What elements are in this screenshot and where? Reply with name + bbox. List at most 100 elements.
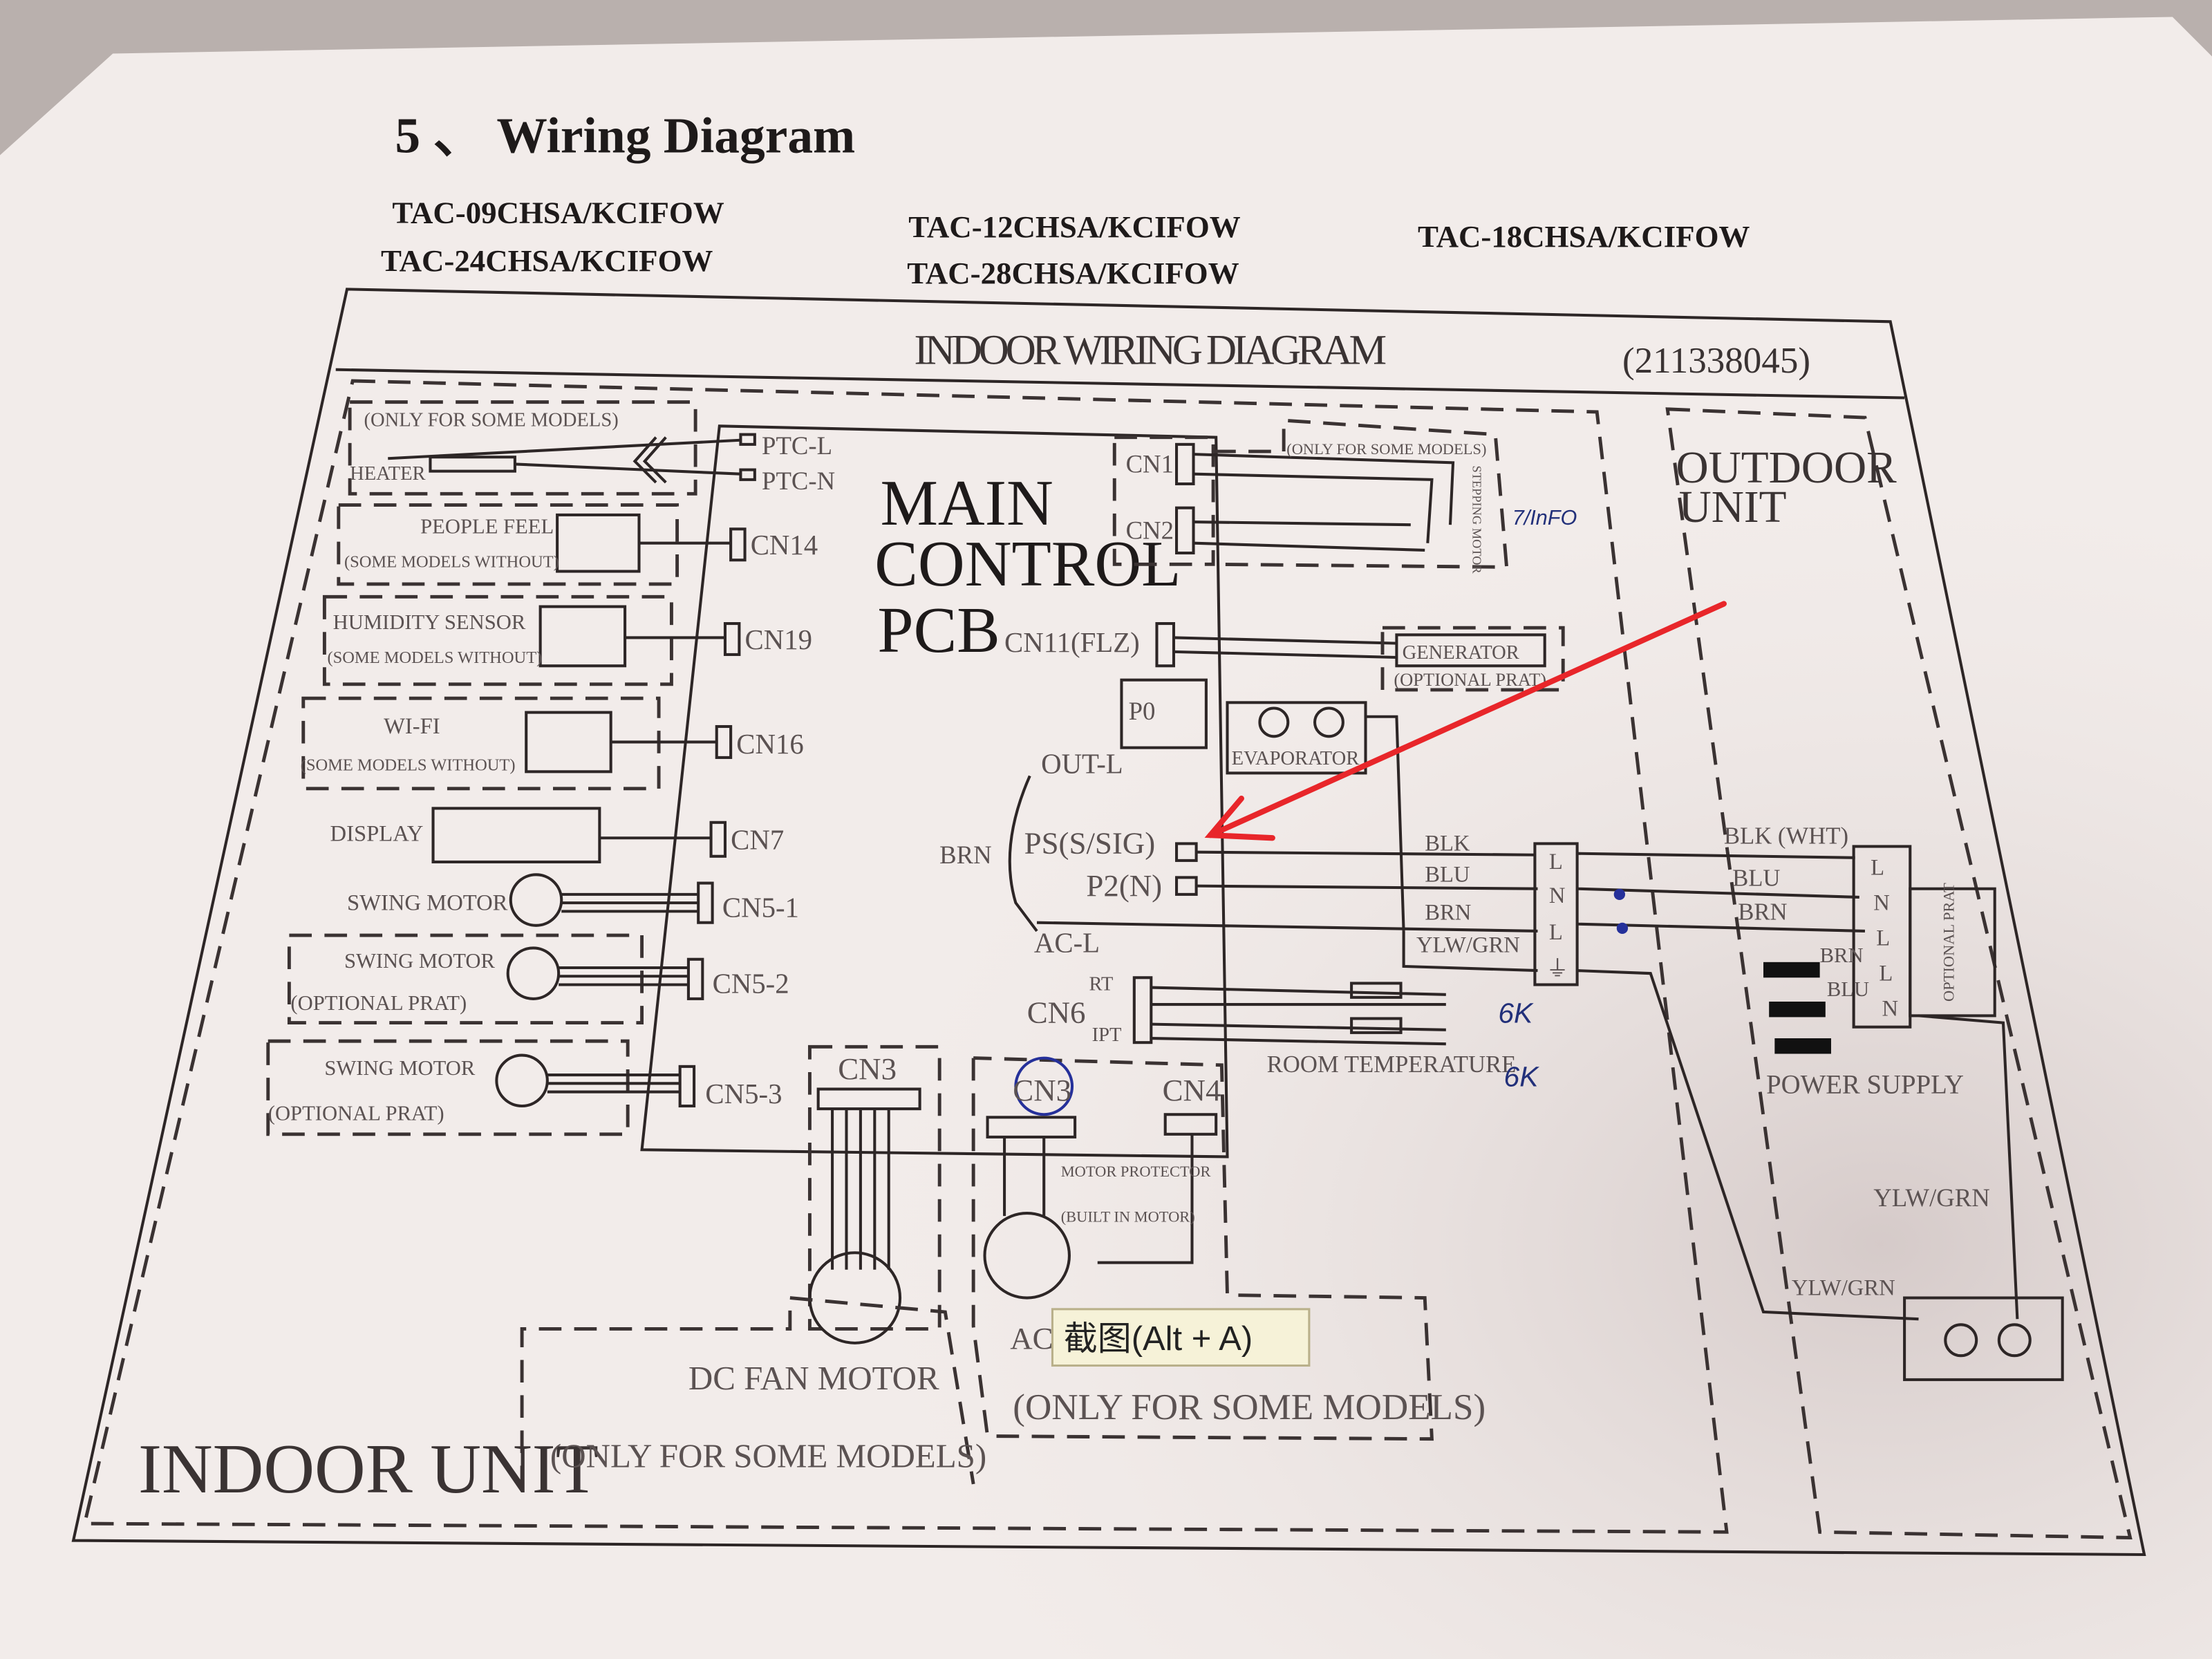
handwritten-note: 6K bbox=[1504, 1060, 1540, 1092]
diagram-label: MOTOR PROTECTOR bbox=[1061, 1163, 1211, 1180]
display-group: DISPLAY CN7 bbox=[330, 807, 784, 863]
diagram-label: N bbox=[1882, 996, 1898, 1021]
people-feel-group: PEOPLE FEEL (SOME MODELS WITHOUT) CN14 bbox=[337, 503, 818, 586]
diagram-label: CN4 bbox=[1163, 1073, 1221, 1107]
diagram-label: CN3 bbox=[1013, 1073, 1071, 1107]
pcb-label: PCB bbox=[877, 594, 1000, 666]
diagram-label: (ONLY FOR SOME MODELS) bbox=[364, 409, 619, 431]
diagram-label: (ONLY FOR SOME MODELS) bbox=[550, 1436, 986, 1474]
model-label: TAC-12CHSA/KCIFOW bbox=[908, 209, 1240, 244]
heater-group: (ONLY FOR SOME MODELS) HEATER PTC-L PTC-… bbox=[348, 400, 835, 496]
stepping-motor-group: CN1 CN2 (ONLY FOR SOME MODELS) STEPPING … bbox=[1112, 418, 1577, 574]
diagram-label: (SOME MODELS WITHOUT) bbox=[301, 756, 516, 774]
pcb-label: MAIN bbox=[880, 467, 1053, 539]
diagram-label: (OPTIONAL PRAT) bbox=[268, 1101, 444, 1125]
diagram-label: CN5-3 bbox=[705, 1078, 782, 1109]
diagram-frame bbox=[71, 288, 2146, 1557]
diagram-label: EVAPORATOR bbox=[1232, 748, 1360, 769]
diagram-label: BLU bbox=[1732, 865, 1780, 892]
diagram-label: CN3 bbox=[838, 1051, 897, 1086]
diagram-label: YLW/GRN bbox=[1873, 1183, 1990, 1212]
indoor-unit-label: INDOOR UNIT bbox=[138, 1430, 599, 1508]
diagram-label: IPT bbox=[1092, 1024, 1122, 1046]
diagram-label: CN14 bbox=[751, 529, 818, 561]
model-label: TAC-28CHSA/KCIFOW bbox=[907, 256, 1239, 290]
diagram-label: (SOME MODELS WITHOUT) bbox=[327, 648, 542, 667]
screenshot-shortcut-tooltip: 截图(Alt + A) bbox=[1051, 1308, 1311, 1367]
diagram-label: CN16 bbox=[736, 729, 803, 760]
diagram-label: L bbox=[1871, 855, 1884, 880]
diagram-label: BRN bbox=[1738, 899, 1787, 926]
diagram-label: P2(N) bbox=[1086, 868, 1162, 903]
diagram-label: PTC-L bbox=[762, 431, 832, 460]
diagram-label: HEATER bbox=[350, 463, 426, 485]
diagram-label: SWING MOTOR bbox=[324, 1056, 476, 1080]
diagram-label: BLK bbox=[1425, 832, 1470, 856]
diagram-label: SWING MOTOR bbox=[344, 949, 496, 973]
evaporator-group: P0 EVAPORATOR bbox=[1120, 678, 1405, 932]
diagram-label: ROOM TEMPERATURE bbox=[1267, 1051, 1517, 1078]
diagram-label: (OPTIONAL PRAT) bbox=[290, 991, 467, 1015]
outdoor-title: UNIT bbox=[1679, 482, 1787, 532]
diagram-label: 截图(Alt + A) bbox=[1064, 1320, 1253, 1358]
diagram-label: BLK (WHT) bbox=[1724, 822, 1848, 849]
diagram-label: RT bbox=[1089, 974, 1114, 995]
generator-group: CN11(FLZ) GENERATOR (OPTIONAL PRAT) bbox=[1004, 622, 1565, 692]
ac-fan-motor-group: CN3 CN4 MOTOR PROTECTOR (BUILT IN MOTOR)… bbox=[971, 1056, 1485, 1441]
diagram-label: (OPTIONAL PRAT) bbox=[1394, 669, 1546, 690]
diagram-label: L bbox=[1549, 850, 1563, 874]
diagram-header: INDOOR WIRING DIAGRAM bbox=[914, 327, 1387, 374]
model-label: TAC-09CHSA/KCIFOW bbox=[392, 195, 724, 229]
diagram-label: YLW/GRN bbox=[1416, 933, 1520, 958]
model-label: TAC-18CHSA/KCIFOW bbox=[1418, 219, 1750, 254]
diagram-label: BRN bbox=[939, 841, 992, 869]
diagram-label: L bbox=[1879, 961, 1893, 986]
swing-motor-1: SWING MOTOR CN5-1 bbox=[347, 873, 799, 927]
power-connectors: OUT-L BRN PS(S/SIG) P2(N) AC-L bbox=[939, 748, 1538, 973]
diagram-label: DC FAN MOTOR bbox=[688, 1359, 939, 1397]
diagram-label: YLW/GRN bbox=[1792, 1275, 1895, 1300]
wifi-group: WI-FI (SOME MODELS WITHOUT) CN16 bbox=[301, 696, 804, 791]
diagram-label: AC-L bbox=[1034, 928, 1100, 959]
diagram-label: GENERATOR bbox=[1403, 642, 1520, 664]
room-temp-group: CN6 RT IPT ROOM TEMPERATURE 6K 6K bbox=[1027, 974, 1539, 1093]
section-title: 5 、 Wiring Diagram bbox=[395, 107, 855, 163]
diagram-label: (ONLY FOR SOME MODELS) bbox=[1013, 1387, 1485, 1427]
diagram-label: CN5-2 bbox=[713, 968, 789, 1000]
diagram-label: N bbox=[1873, 890, 1890, 915]
outdoor-title: OUTDOOR bbox=[1676, 443, 1897, 493]
swing-motor-3: SWING MOTOR (OPTIONAL PRAT) CN5-3 bbox=[266, 1039, 782, 1136]
diagram-label: WI-FI bbox=[384, 714, 440, 739]
indoor-unit-boundary bbox=[82, 379, 1729, 1534]
diagram-label: CN6 bbox=[1027, 995, 1086, 1030]
diagram-label: BLU bbox=[1827, 977, 1869, 1001]
diagram-label: CN1 bbox=[1126, 450, 1174, 478]
pcb-label: CONTROL bbox=[874, 528, 1181, 600]
diagram-label: CN5-1 bbox=[722, 892, 799, 924]
diagram-label: CN2 bbox=[1126, 516, 1174, 545]
main-pcb-box bbox=[640, 424, 1229, 1159]
diagram-label: OUT-L bbox=[1041, 748, 1123, 779]
diagram-label: CN7 bbox=[731, 825, 784, 856]
model-label: TAC-24CHSA/KCIFOW bbox=[381, 243, 713, 278]
diagram-label: (ONLY FOR SOME MODELS) bbox=[1286, 440, 1486, 458]
diagram-label: N bbox=[1549, 883, 1566, 908]
handwritten-note: 7/InFO bbox=[1512, 506, 1577, 529]
diagram-code: (211338045) bbox=[1622, 341, 1810, 381]
diagram-label: ⏚ bbox=[1546, 957, 1569, 982]
diagram-label: L bbox=[1876, 926, 1890, 950]
diagram-label: L bbox=[1549, 920, 1563, 945]
diagram-label: OPTIONAL PRAT bbox=[1940, 883, 1958, 1002]
diagram-label: P0 bbox=[1129, 697, 1156, 725]
indoor-terminal-block: L N L ⏚ BLK BLU BRN YLW/GRN bbox=[1416, 832, 1919, 1321]
diagram-label: SWING MOTOR bbox=[347, 890, 508, 915]
diagram-label: (BUILT IN MOTOR) bbox=[1061, 1208, 1195, 1225]
diagram-label: BRN bbox=[1425, 901, 1471, 926]
outdoor-terminal-block: OPTIONAL PRAT L N L L N BLK (WHT) BLU BR… bbox=[1724, 822, 2064, 1381]
handwritten-note: 6K bbox=[1498, 997, 1534, 1029]
diagram-label: CN19 bbox=[745, 624, 812, 655]
diagram-label: POWER SUPPLY bbox=[1766, 1070, 1964, 1100]
dc-fan-motor-group: CN3 DC FAN MOTOR (ONLY FOR SOME MODELS) bbox=[520, 1044, 986, 1489]
outdoor-unit-boundary bbox=[1665, 407, 2133, 1539]
diagram-label: CN11(FLZ) bbox=[1004, 627, 1140, 658]
